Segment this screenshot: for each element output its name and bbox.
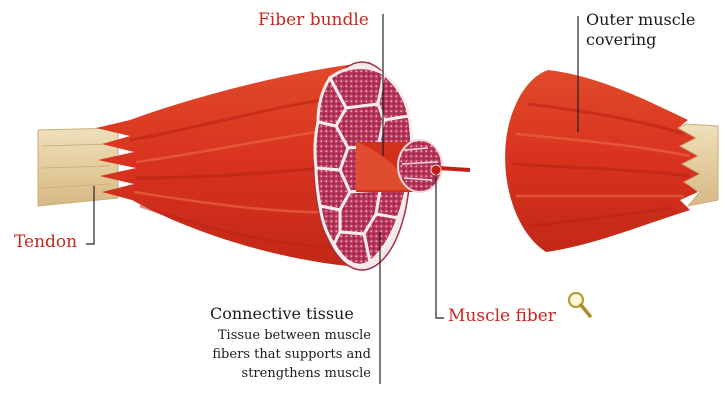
leader-muscle-fiber — [436, 174, 444, 318]
label-outer-line-2: covering — [586, 30, 695, 50]
label-connective-tissue: Connective tissue — [210, 304, 354, 323]
connective-tissue-description: Tissue between muscle fibers that suppor… — [212, 326, 371, 383]
connective-desc-line-1: Tissue between muscle — [212, 326, 371, 345]
label-fiber-bundle: Fiber bundle — [258, 10, 369, 30]
right-muscle-belly — [505, 70, 700, 252]
extracted-fiber-bundle — [356, 140, 470, 192]
label-tendon: Tendon — [14, 232, 77, 252]
connective-desc-line-3: strengthens muscle — [212, 364, 371, 383]
connective-desc-line-2: fibers that supports and — [212, 345, 371, 364]
magnifier-icon[interactable] — [569, 293, 590, 316]
label-outer-muscle-covering: Outer muscle covering — [586, 10, 695, 50]
left-tendon — [38, 128, 118, 206]
label-outer-line-1: Outer muscle — [586, 10, 695, 30]
label-muscle-fiber[interactable]: Muscle fiber — [448, 306, 556, 326]
